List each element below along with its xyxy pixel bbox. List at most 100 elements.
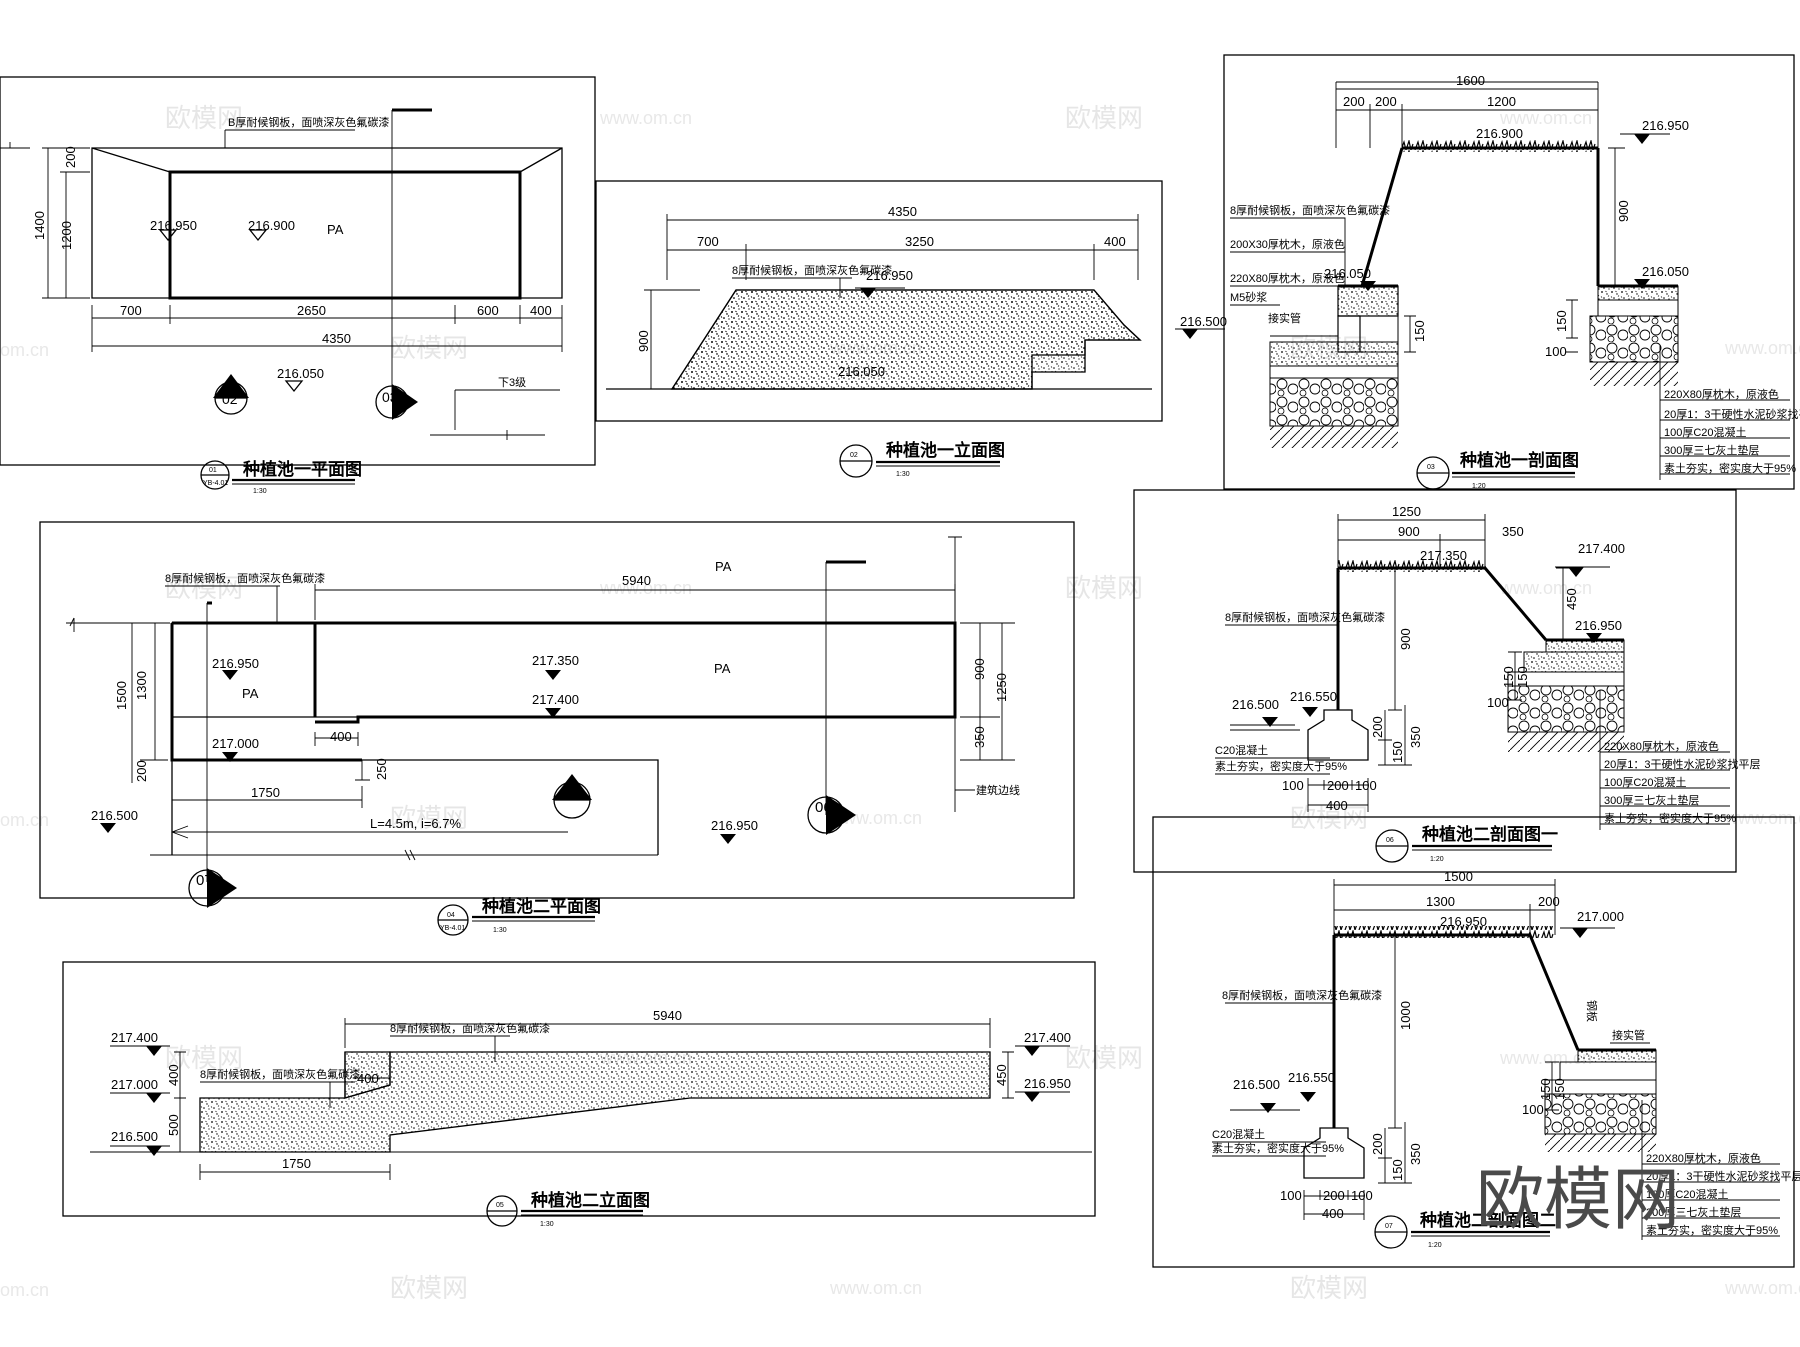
layer-note: 20厚1：3干硬性水泥砂浆找平层 xyxy=(1646,1169,1800,1183)
dim-label: 2650 xyxy=(297,303,326,318)
dim-label: 200 xyxy=(1370,716,1385,738)
view-title: 种植池二立面图 xyxy=(530,1190,650,1211)
note-earth: 素土夯实，密实度大于95% xyxy=(1212,1141,1344,1155)
watermark-url: www.om.cn xyxy=(1724,808,1800,828)
section-mark-05: 05 xyxy=(552,774,592,819)
dim-label: 5940 xyxy=(653,1008,682,1023)
watermark-url-partial: om.cn xyxy=(0,340,49,360)
zone-label: PA xyxy=(715,559,732,574)
dim-label: 1200 xyxy=(59,221,74,250)
watermark-url: www.om.cn xyxy=(1499,578,1592,598)
view-title: 种植池二剖面图二 xyxy=(1419,1210,1556,1231)
dim-label: 900 xyxy=(972,658,987,680)
planter-inner-wall xyxy=(168,170,522,300)
view-id: 04 xyxy=(447,912,455,919)
watermarks: 欧模网 www.om.cn 欧模网 www.om.cn om.cn 欧模网 ww… xyxy=(0,104,1800,1304)
view-id: 03 xyxy=(1427,464,1435,471)
dim-label: 1200 xyxy=(1487,94,1516,109)
view-title-04: 04 YB-4.01 种植池二平面图 1:30 xyxy=(437,896,601,936)
layer-note: 220X80厚枕木，原液色 xyxy=(1604,739,1719,753)
watermark-brand: 欧模网 xyxy=(165,104,243,134)
elev-label: 216.050 xyxy=(277,366,324,381)
dim-label: 350 xyxy=(1408,1143,1423,1165)
elev-label: 216.950 xyxy=(866,268,913,283)
view-frame xyxy=(1133,489,1737,873)
zone-label: PA xyxy=(327,222,344,237)
elev-label: 216.500 xyxy=(1180,314,1227,329)
dim-label: 150 xyxy=(1390,741,1405,763)
dim-label: 100 xyxy=(1522,1102,1544,1117)
watermark-brand: 欧模网 xyxy=(390,334,468,364)
elev-label: 216.950 xyxy=(711,818,758,833)
dim-label: 3250 xyxy=(905,234,934,249)
layer-note: 100厚C20混凝土 xyxy=(1664,425,1747,439)
planter-outline xyxy=(91,147,563,299)
section-number: 03 xyxy=(382,389,398,405)
dim-label: 100 xyxy=(1487,695,1509,710)
note-steel: 8厚耐候钢板，面喷深灰色氟碳漆 xyxy=(732,263,892,277)
steel-wall xyxy=(1336,566,1548,710)
dim-label: 700 xyxy=(120,303,142,318)
watermark-url: www.om.cn xyxy=(829,1278,922,1298)
elev-label: 217.350 xyxy=(1420,548,1467,563)
dim-label: 900 xyxy=(1398,628,1413,650)
elev-label: 216.950 xyxy=(212,656,259,671)
view-scale: 1:30 xyxy=(540,1221,554,1228)
view-06-section: 1250 900 350 217.350 216.500 216.550 8厚耐… xyxy=(1133,489,1760,873)
dim-label: 1300 xyxy=(134,671,149,700)
dim-label: 400 xyxy=(166,1064,181,1086)
elev-label: 217.000 xyxy=(1577,909,1624,924)
elev-label: 216.950 xyxy=(1642,118,1689,133)
steel-wall xyxy=(1360,146,1600,287)
view-scale: 1:30 xyxy=(896,471,910,478)
dim-label: 150 xyxy=(1554,310,1569,332)
section-mark-02: 02 xyxy=(213,374,249,415)
view-frame xyxy=(1223,54,1795,490)
elev-label: 216.900 xyxy=(248,218,295,233)
layer-note: 300厚三七灰土垫层 xyxy=(1646,1205,1741,1219)
dim-label: 1250 xyxy=(1392,504,1421,519)
note-sleeper: 200X30厚枕木，原液色 xyxy=(1230,237,1345,251)
elev-label: 216.500 xyxy=(111,1129,158,1144)
note-concrete: C20混凝土 xyxy=(1215,743,1268,757)
watermark-brand: 欧模网 xyxy=(1065,574,1143,604)
dim-label: 1600 xyxy=(1456,73,1485,88)
view-scale: 1:20 xyxy=(1428,1242,1442,1249)
dim-label: 100 xyxy=(1282,778,1304,793)
dim-label: 350 xyxy=(1408,726,1423,748)
note-steel: B厚耐候钢板，面喷深灰色氟碳漆 xyxy=(228,115,389,129)
elev-label: 216.500 xyxy=(91,808,138,823)
watermark-brand: 欧模网 xyxy=(1065,104,1143,134)
view-title-06: 06 种植池二剖面图一 1:20 xyxy=(1375,824,1558,863)
view-scale: 1:30 xyxy=(493,927,507,934)
dim-label: 100 xyxy=(1280,1188,1302,1203)
note-steel: 8厚耐候钢板，面喷深灰色氟碳漆 xyxy=(165,571,325,585)
gravel-layer xyxy=(1269,377,1399,427)
dim-label: 400 xyxy=(1326,798,1348,813)
elev-label: 216.050 xyxy=(1642,264,1689,279)
layer-note: 素土夯实，密实度大于95% xyxy=(1604,811,1736,825)
elev-label: 216.950 xyxy=(1575,618,1622,633)
dim-label: 1400 xyxy=(32,211,47,240)
layer-note: 300厚三七灰土垫层 xyxy=(1664,443,1759,457)
elev-marker xyxy=(158,229,178,242)
watermark-url: www.om.cn xyxy=(599,578,692,598)
dim-label: 200 xyxy=(1538,894,1560,909)
layer-note: 素土夯实，密实度大于95% xyxy=(1664,461,1796,475)
elev-marker xyxy=(284,380,304,393)
note-steel: 8厚耐候钢板，面喷深灰色氟碳漆 xyxy=(200,1067,360,1081)
section-number: 06 xyxy=(815,799,832,816)
note-pipe: 接实管 xyxy=(1268,311,1301,325)
view-scale: 1:30 xyxy=(253,488,267,495)
view-title-03: 03 种植池一剖面图 1:20 xyxy=(1416,450,1579,490)
concrete-footing xyxy=(1303,1127,1365,1179)
layer-note: 220X80厚枕木，原液色 xyxy=(1664,387,1779,401)
dim-label: 350 xyxy=(1502,524,1524,539)
slope-label: L=4.5m, i=6.7% xyxy=(370,816,461,831)
elev-label: 216.050 xyxy=(1324,266,1371,281)
dim-label: 400 xyxy=(1322,1206,1344,1221)
dim-label: 200 xyxy=(1370,1133,1385,1155)
dim-label: 200 xyxy=(134,760,149,782)
dim-label: 400 xyxy=(357,1071,379,1086)
dim-label: 400 xyxy=(530,303,552,318)
